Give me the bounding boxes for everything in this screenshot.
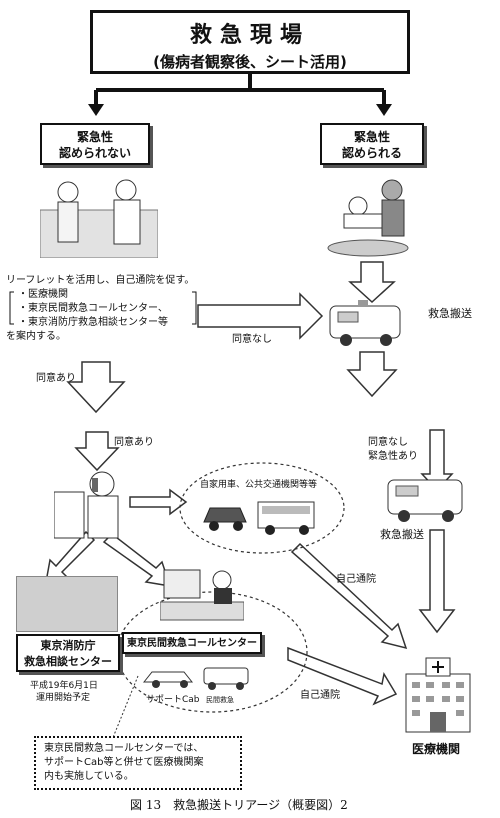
private-center-label: 東京民間救急コールセンター (127, 638, 257, 649)
hospital-illustration (396, 654, 480, 734)
self-visit-1: 自己通院 (336, 574, 376, 585)
arrow-urgent-down (348, 261, 396, 304)
fire-center-photo (16, 576, 118, 632)
urgent-line1: 緊急性 (353, 130, 390, 144)
not-urgent-line2: 認められない (58, 146, 131, 160)
caller-illustration (53, 462, 130, 542)
private-transport-label: 自家用車、公共交通機関等等 (200, 480, 318, 490)
not-urgent-box: 緊急性 認められない (40, 123, 150, 165)
fire-center-line2: 救急相談センター (24, 655, 112, 668)
counsel-illustration (39, 170, 159, 259)
ambulance-transport-1: 救急搬送 (428, 307, 472, 320)
support-cab-illustration (140, 662, 260, 692)
arrow-consent-2 (74, 431, 120, 472)
private-ambulance-label: 民間救急 (206, 696, 234, 704)
arrow-to-private-transport (129, 488, 188, 516)
fire-center-note1: 平成19年6月1日 (30, 681, 98, 691)
call-center-note: 東京民間救急コールセンターでは、 サポートCab等と併せて医療機関案 内も実施し… (34, 736, 242, 790)
figure-caption: 図 13 救急搬送トリアージ（概要図）2 (130, 798, 348, 812)
no-consent-urgent-2: 緊急性あり (368, 451, 418, 462)
scene-title: 救急現場 (189, 23, 310, 48)
ambulance-illustration-2 (386, 470, 466, 524)
urgent-line2: 認められる (341, 146, 402, 160)
ambulance-illustration-1 (328, 296, 404, 348)
rescue-illustration (318, 168, 428, 260)
arrow-self-visit-2 (287, 646, 398, 706)
leaflet-outro: を案内する。 (6, 331, 66, 342)
scene-title-box: 救急現場 (傷病者観察後、シート活用) (90, 10, 410, 74)
note-line3: 内も実施している。 (44, 771, 134, 782)
consent-label-1: 同意あり (36, 373, 76, 384)
private-transport-ellipse (179, 462, 345, 554)
fire-center-note2: 運用開始予定 (36, 693, 91, 703)
self-visit-2: 自己通院 (300, 690, 340, 701)
private-center-box: 東京民間救急コールセンター (122, 632, 262, 654)
leaflet-intro: リーフレットを活用し、自己通院を促す。 (6, 275, 195, 286)
fire-center-box: 東京消防庁 救急相談センター (16, 634, 120, 672)
support-cab-label: サポートCab (146, 695, 200, 705)
car-bus-illustration (200, 492, 320, 536)
note-line1: 東京民間救急コールセンターでは、 (44, 743, 204, 754)
computer-illustration (159, 566, 245, 622)
not-urgent-line1: 緊急性 (76, 130, 113, 144)
consent-label-2: 同意あり (114, 437, 154, 448)
no-consent-label: 同意なし (232, 334, 272, 345)
hospital-label: 医療機関 (412, 742, 461, 756)
fire-center-line1: 東京消防庁 (40, 639, 96, 652)
note-line2: サポートCab等と併せて医療機関案 (44, 757, 204, 768)
leaflet-item-1: ・医療機関 (18, 289, 68, 300)
urgent-box: 緊急性 認められる (320, 123, 424, 165)
arrow-ambulance-down (346, 351, 398, 398)
no-consent-urgent-1: 同意なし (368, 437, 408, 448)
scene-subtitle: (傷病者観察後、シート活用) (153, 53, 347, 71)
ambulance-transport-2: 救急搬送 (380, 528, 424, 541)
arrow-no-consent (197, 292, 324, 340)
leaflet-item-2: ・東京民間救急コールセンター、 (18, 303, 168, 314)
arrow-to-private-center (102, 533, 172, 587)
arrow-self-visit-1 (290, 542, 408, 650)
leaflet-item-3: ・東京消防庁救急相談センター等 (18, 317, 168, 328)
arrow-ambulance2-down (418, 529, 456, 634)
arrow-consent-1 (66, 361, 126, 414)
